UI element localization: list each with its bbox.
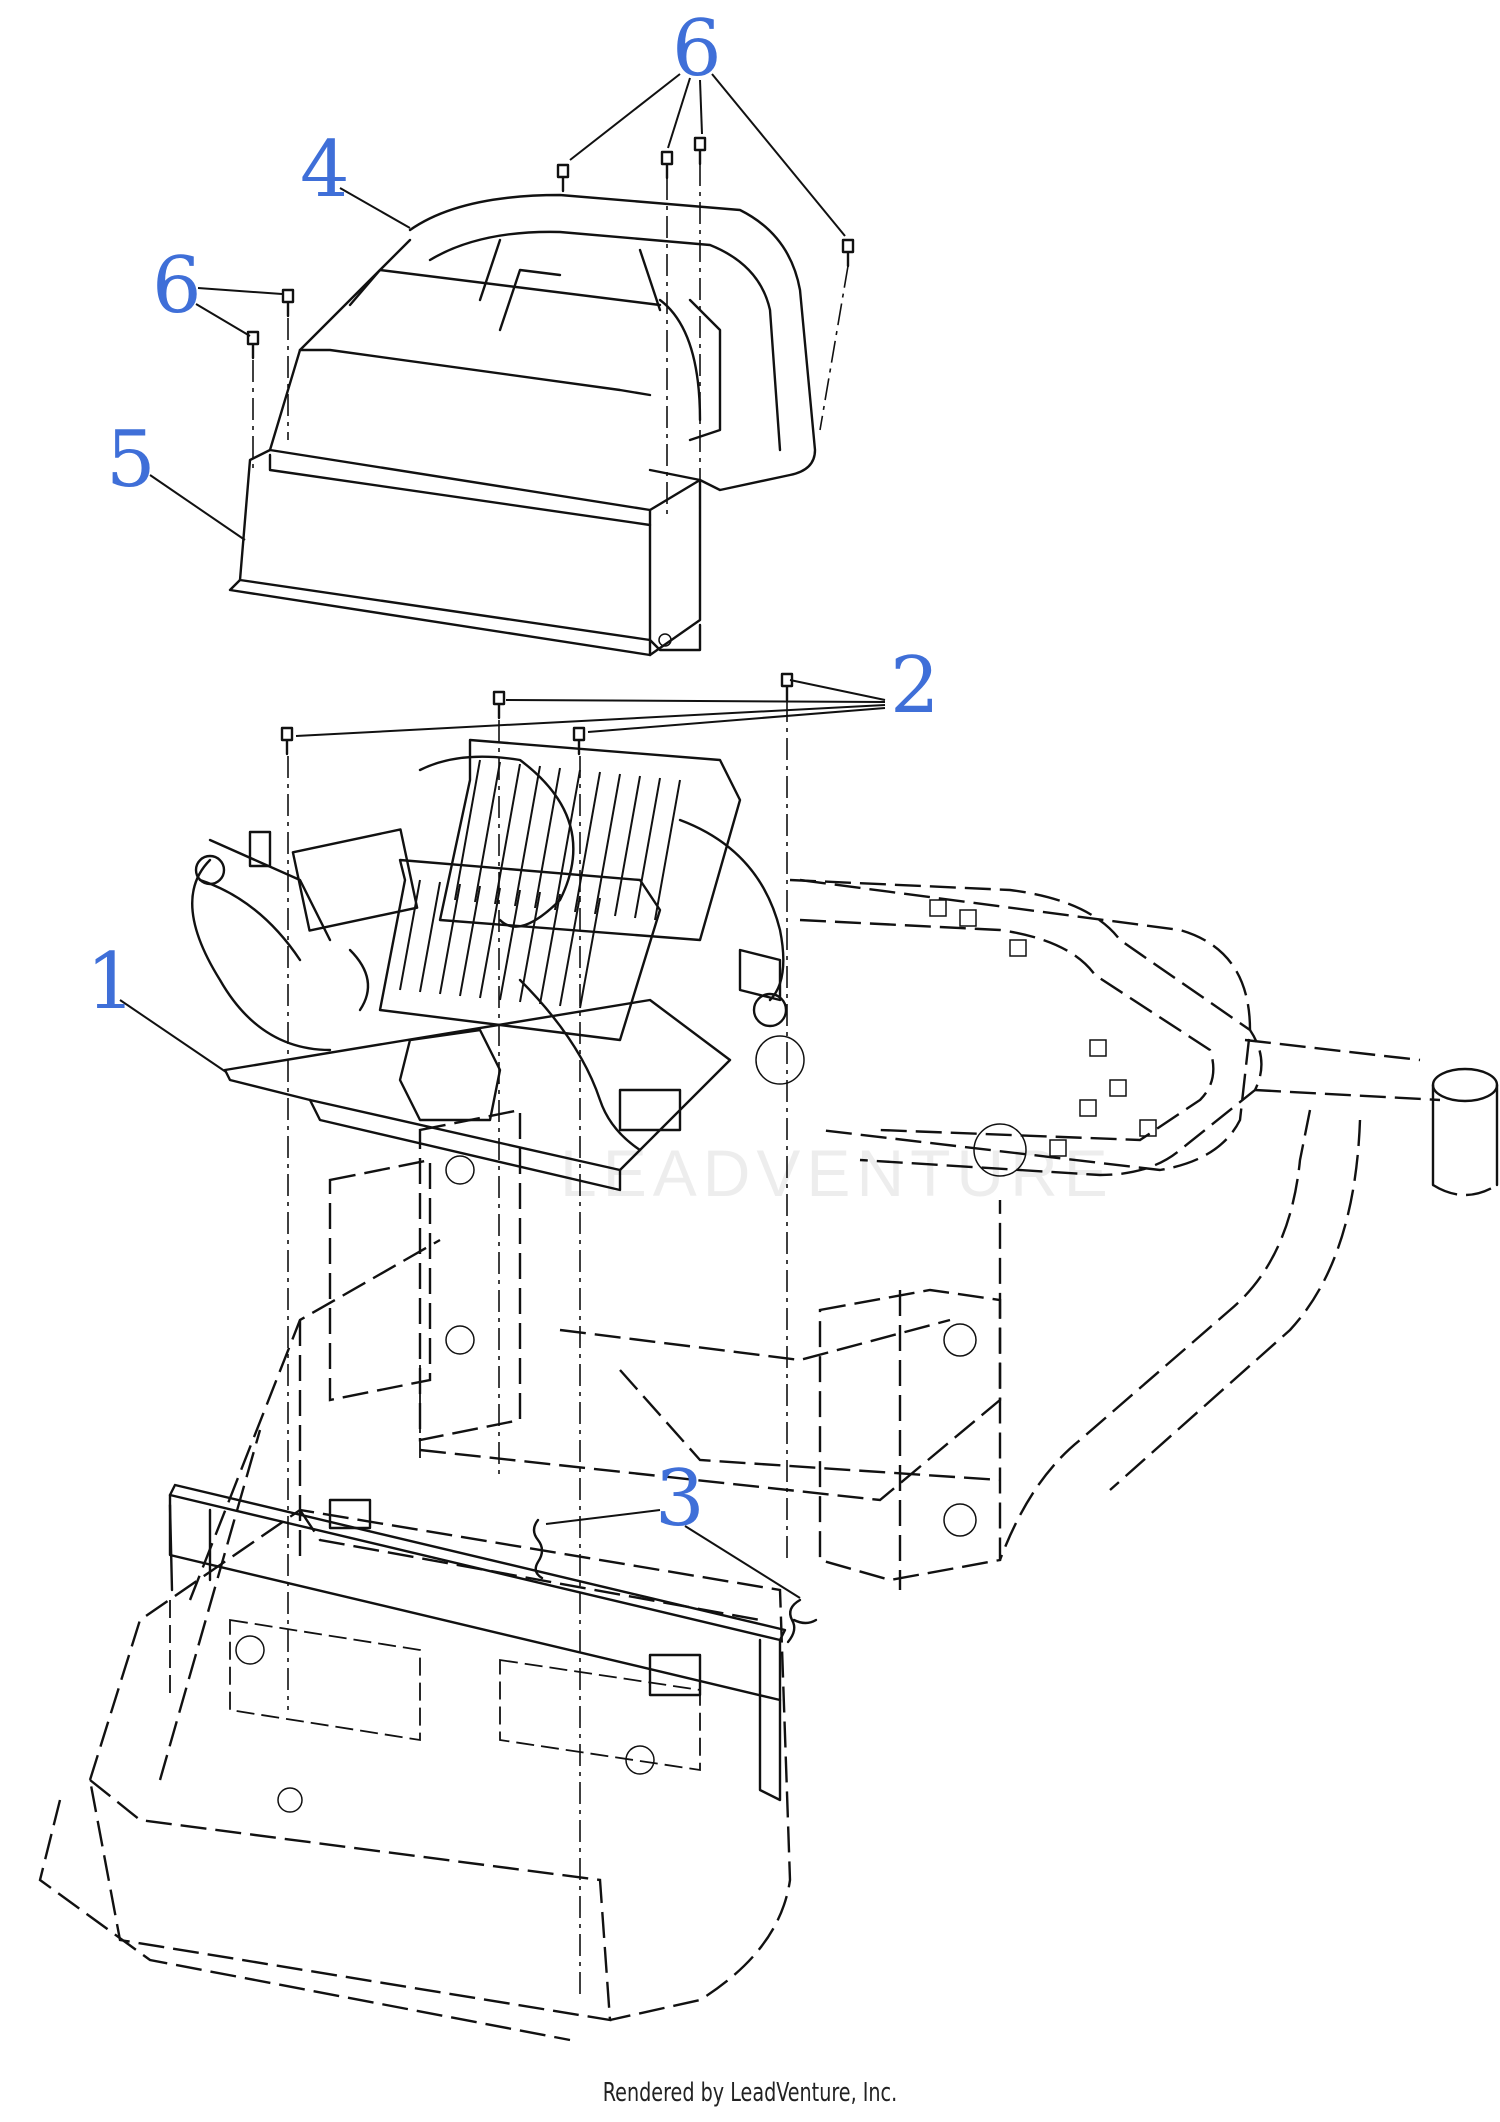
callout-3: 3	[655, 1454, 705, 1544]
leader-lines	[119, 73, 886, 1599]
callout-2: 2	[890, 641, 940, 731]
seat-pan-cover	[228, 193, 817, 657]
frame	[38, 878, 1499, 2042]
hardware	[246, 136, 855, 1644]
callout-6-top: 6	[672, 4, 722, 94]
watermark-text: LEADVENTURE	[560, 1136, 1114, 1210]
callout-6-left: 6	[152, 241, 202, 331]
lower-heatsink-fins	[399, 879, 601, 1009]
assembly-center-lines	[252, 164, 849, 2000]
controller-assembly	[191, 738, 788, 1192]
callout-4: 4	[300, 125, 350, 215]
upper-heatsink-fins	[454, 759, 681, 921]
callout-numbers: 6 4 6 5 2 1 3	[86, 4, 940, 1544]
callout-1: 1	[86, 937, 136, 1027]
footer-credit: Rendered by LeadVenture, Inc.	[602, 2078, 898, 2108]
callout-5: 5	[106, 415, 156, 505]
